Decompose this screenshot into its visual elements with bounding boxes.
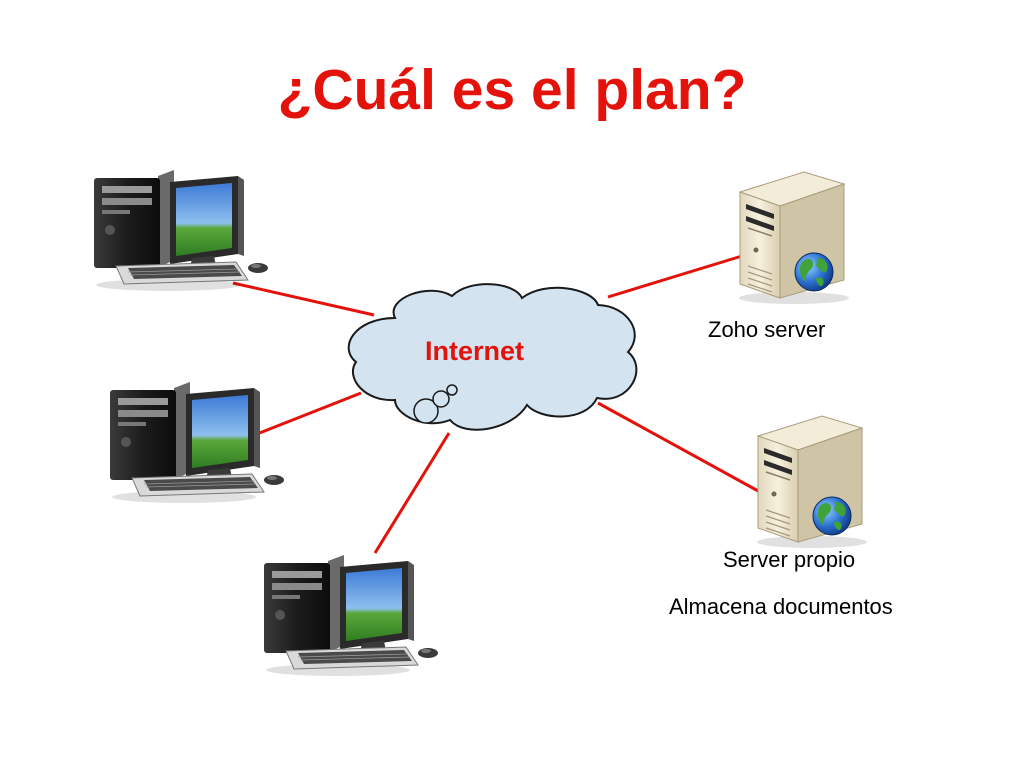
desktop-computer-icon: [109, 381, 285, 504]
server-tower-icon: [756, 415, 868, 549]
slide-title: ¿Cuál es el plan?: [277, 58, 747, 122]
server-tower-icon: [738, 171, 850, 305]
cloud-icon: [347, 283, 638, 431]
workstation-1: [93, 169, 269, 292]
connector-line-workstation-2: [256, 391, 362, 436]
own-server: [756, 415, 868, 549]
own-server-label: Server propio: [723, 547, 856, 572]
connector-line-workstation-1: [232, 281, 375, 317]
connector-line-workstation-3: [373, 432, 451, 554]
connector-line-zoho-server: [607, 254, 743, 299]
workstation-3: [263, 554, 439, 677]
workstation-2: [109, 381, 285, 504]
desktop-computer-icon: [263, 554, 439, 677]
own-server-description: Almacena documentos: [669, 594, 893, 619]
desktop-computer-icon: [93, 169, 269, 292]
cloud-label: Internet: [425, 336, 525, 366]
zoho-server-label: Zoho server: [708, 317, 826, 342]
connector-line-own-server: [597, 401, 761, 494]
zoho-server: [738, 171, 850, 305]
